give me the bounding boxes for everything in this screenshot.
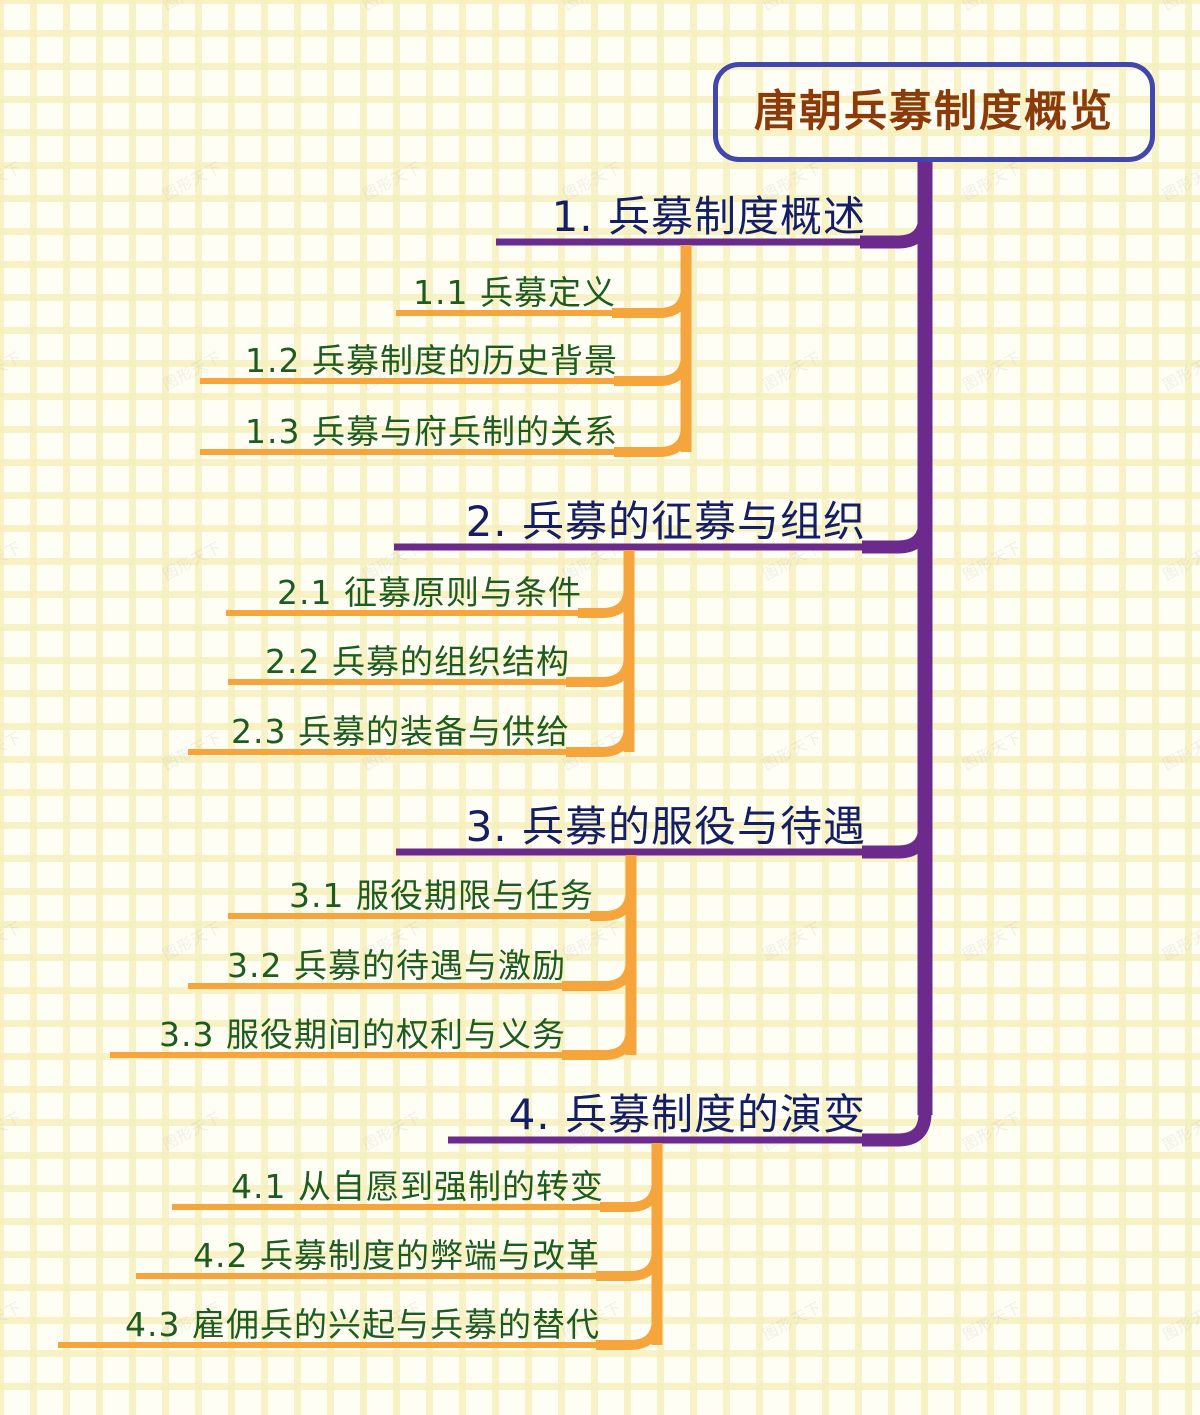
subelbow-3-1 xyxy=(590,875,636,921)
leaf-label-2-3: 2.3 兵募的装备与供给 xyxy=(231,712,570,751)
leaf-node-2-2[interactable]: 2.2 兵募的组织结构 xyxy=(228,642,570,681)
subelbow-2-1 xyxy=(578,572,634,618)
leaf-node-4-1[interactable]: 4.1 从自愿到强制的转变 xyxy=(172,1167,604,1206)
branch-node-3[interactable]: 3. 兵募的服役与待遇 xyxy=(396,802,866,851)
leaf-label-4-1: 4.1 从自愿到强制的转变 xyxy=(231,1167,604,1206)
leaf-node-3-3[interactable]: 3.3 服役期间的权利与义务 xyxy=(110,1015,566,1054)
leaf-label-1-1: 1.1 兵募定义 xyxy=(413,273,616,312)
leaf-label-4-3: 4.3 雇佣兵的兴起与兵募的替代 xyxy=(125,1305,600,1344)
leaf-node-4-2[interactable]: 4.2 兵募制度的弊端与改革 xyxy=(136,1236,600,1275)
leaf-node-2-1[interactable]: 2.1 征募原则与条件 xyxy=(226,573,582,612)
branch-node-1[interactable]: 1. 兵募制度概述 xyxy=(496,192,866,241)
subelbow-3-2 xyxy=(562,945,636,991)
branch-label-3: 3. 兵募的服役与待遇 xyxy=(465,802,866,851)
branch-node-4[interactable]: 4. 兵募制度的演变 xyxy=(448,1090,866,1139)
elbow-branch-4 xyxy=(862,1098,932,1147)
leaf-node-3-2[interactable]: 3.2 兵募的待遇与激励 xyxy=(188,946,566,985)
leaf-label-2-1: 2.1 征募原则与条件 xyxy=(277,573,582,612)
subelbow-3-3 xyxy=(562,1014,636,1060)
elbow-branch-1 xyxy=(860,200,932,249)
leaf-label-1-3: 1.3 兵募与府兵制的关系 xyxy=(245,412,618,451)
subelbow-1-2 xyxy=(614,340,691,386)
subelbow-2-3 xyxy=(566,711,634,757)
leaf-node-3-1[interactable]: 3.1 服役期限与任务 xyxy=(228,876,594,915)
leaf-node-2-3[interactable]: 2.3 兵募的装备与供给 xyxy=(188,712,570,751)
leaf-label-3-2: 3.2 兵募的待遇与激励 xyxy=(227,946,566,985)
leaf-label-4-2: 4.2 兵募制度的弊端与改革 xyxy=(193,1236,600,1275)
subelbow-1-3 xyxy=(614,411,691,457)
subelbow-4-1 xyxy=(600,1166,662,1212)
root-title: 唐朝兵募制度概览 xyxy=(754,86,1114,137)
branch-node-2[interactable]: 2. 兵募的征募与组织 xyxy=(394,497,866,546)
leaf-label-3-1: 3.1 服役期限与任务 xyxy=(289,876,594,915)
branch-label-1: 1. 兵募制度概述 xyxy=(551,192,866,241)
elbow-branch-3 xyxy=(862,810,932,859)
leaf-node-1-1[interactable]: 1.1 兵募定义 xyxy=(396,273,616,312)
leaf-label-3-3: 3.3 服役期间的权利与义务 xyxy=(159,1015,566,1054)
subelbow-4-3 xyxy=(596,1304,662,1350)
branch-label-2: 2. 兵募的征募与组织 xyxy=(465,497,866,546)
subelbow-2-2 xyxy=(566,641,634,687)
leaf-node-1-2[interactable]: 1.2 兵募制度的历史背景 xyxy=(200,341,618,380)
leaf-node-1-3[interactable]: 1.3 兵募与府兵制的关系 xyxy=(200,412,618,451)
root-node[interactable]: 唐朝兵募制度概览 xyxy=(713,62,1155,162)
subelbow-1-1 xyxy=(612,272,691,318)
subelbow-4-2 xyxy=(596,1235,662,1281)
leaf-label-1-2: 1.2 兵募制度的历史背景 xyxy=(245,341,618,380)
leaf-label-2-2: 2.2 兵募的组织结构 xyxy=(265,642,570,681)
leaf-node-4-3[interactable]: 4.3 雇佣兵的兴起与兵募的替代 xyxy=(58,1305,600,1344)
branch-label-4: 4. 兵募制度的演变 xyxy=(508,1090,866,1139)
elbow-branch-2 xyxy=(862,505,932,554)
